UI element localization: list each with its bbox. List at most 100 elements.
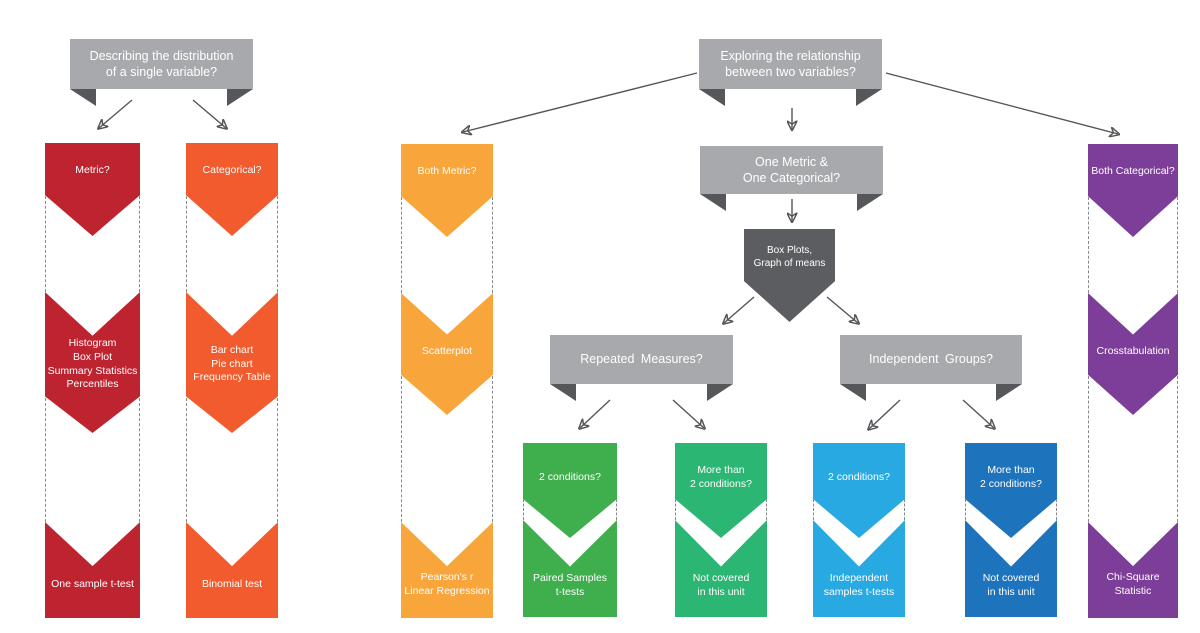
node-label: 2 conditions? (828, 471, 890, 484)
node-label-line: Paired Samples (532, 572, 608, 585)
node-label: Metric? (75, 163, 110, 176)
node-one-metric-one-categorical: One Metric & One Categorical? (700, 146, 883, 211)
arrow-repeated-to-2-conditions (580, 399, 611, 428)
node-label: Chi-Square Statistic (1106, 571, 1159, 598)
node-crosstabulation: Crosstabulation (1088, 293, 1178, 415)
node-label-line: Independent (829, 572, 889, 585)
ribbon-fold-left (70, 89, 96, 106)
ribbon-fold-right (227, 89, 253, 106)
node-label-line: Linear Regression (404, 585, 490, 597)
dashed-connector (401, 376, 402, 522)
node-repeated-2-conditions: 2 conditions? (523, 443, 617, 538)
ribbon-fold-right (996, 384, 1022, 401)
arrow-root1-to-categorical (192, 99, 226, 128)
arrow-to-repeated-measures (724, 296, 755, 323)
dashed-connector (45, 196, 46, 292)
node-independent-groups: Independent Groups? (840, 335, 1022, 401)
node-two-variables-root: Exploring the relationship between two v… (699, 39, 882, 106)
node-both-metric-question: Both Metric? (401, 144, 493, 237)
node-label: Pearson's r Linear Regression (404, 571, 489, 598)
node-label-line: 2 conditions? (690, 478, 752, 490)
dashed-connector (1055, 499, 1057, 520)
node-label: Exploring the relationship between two v… (720, 48, 860, 81)
node-label-line: between two variables? (725, 65, 856, 79)
node-label: Independent samples t-tests (824, 572, 895, 599)
dashed-connector (765, 499, 767, 520)
dashed-connector (1088, 376, 1089, 522)
node-label: One Metric & One Categorical? (743, 154, 840, 187)
dashed-connector (186, 196, 187, 292)
arrow-independent-to-more-conditions (962, 399, 994, 428)
dashed-connector (675, 499, 676, 520)
node-label-line: Percentiles (66, 378, 119, 391)
arrow-independent-to-2-conditions (869, 399, 901, 429)
dashed-connector (491, 197, 493, 293)
node-label-line: Pearson's r (420, 571, 474, 584)
arrow-to-independent-groups (826, 296, 858, 323)
node-label-line: Histogram (68, 337, 117, 350)
ribbon-fold-right (857, 194, 883, 211)
node-binomial-test: Binomial test (186, 522, 278, 618)
node-independent-2-conditions: 2 conditions? (813, 443, 905, 538)
ribbon-fold-right (856, 89, 882, 106)
node-label: Binomial test (201, 578, 263, 591)
node-chi-square-statistic: Chi-Square Statistic (1088, 522, 1178, 618)
dashed-connector (965, 499, 966, 520)
node-label-line: Frequency Table (193, 371, 271, 384)
node-label-line: Statistic (1114, 585, 1152, 597)
node-label-line: Bar chart (210, 344, 254, 357)
ribbon-fold-left (700, 194, 726, 211)
node-label: More than 2 conditions? (980, 464, 1042, 491)
dashed-connector (523, 499, 524, 520)
node-label: Repeated Measures? (580, 352, 703, 367)
node-label: Crosstabulation (1096, 345, 1170, 358)
node-label-line: Exploring the relationship (720, 48, 861, 63)
arrow-root2-to-both-metric (463, 72, 698, 132)
arrow-root1-to-metric (99, 99, 133, 128)
node-label: Independent Groups? (869, 352, 993, 367)
node-label-line: of a single variable? (105, 65, 218, 79)
arrow-repeated-to-more-conditions (672, 399, 704, 428)
node-label-line: Chi-Square (1106, 571, 1160, 584)
node-label: Categorical? (202, 163, 262, 176)
node-label-line: t-tests (555, 586, 585, 598)
node-label-line: One Categorical? (742, 171, 841, 185)
node-label: Both Categorical? (1091, 164, 1175, 177)
dashed-connector (276, 398, 278, 522)
dashed-connector (401, 197, 402, 293)
dashed-connector (138, 196, 140, 292)
node-label: More than 2 conditions? (690, 464, 752, 491)
node-repeated-more-conditions: More than 2 conditions? (675, 443, 767, 538)
node-label: Not covered in this unit (693, 572, 750, 599)
node-label: Both Metric? (417, 164, 477, 177)
node-label-line: 2 conditions? (980, 478, 1042, 490)
node-label-line: Box Plot (72, 350, 113, 363)
node-label: Histogram Box Plot Summary Statistics Pe… (48, 337, 138, 392)
node-repeated-measures: Repeated Measures? (550, 335, 733, 401)
node-label: 2 conditions? (539, 471, 601, 484)
ribbon-fold-left (699, 89, 725, 106)
node-label-line: Not covered (982, 572, 1040, 585)
node-label-line: More than (697, 464, 745, 477)
node-single-variable-root: Describing the distribution of a single … (70, 39, 253, 106)
dashed-connector (1176, 376, 1178, 522)
ribbon-fold-left (840, 384, 866, 401)
node-categorical-question: Categorical? (186, 143, 278, 236)
node-box-plots-graph-of-means: Box Plots, Graph of means (744, 229, 835, 322)
node-scatterplot: Scatterplot (401, 293, 493, 415)
node-label-line: Summary Statistics (47, 364, 138, 377)
ribbon-fold-right (707, 384, 733, 401)
node-label-line: Graph of means (753, 257, 826, 269)
dashed-connector (276, 196, 278, 292)
node-both-categorical-question: Both Categorical? (1088, 144, 1178, 237)
node-metric-question: Metric? (45, 143, 140, 236)
node-label-line: More than (987, 464, 1035, 477)
node-label: Bar chart Pie chart Frequency Table (193, 344, 270, 385)
dashed-connector (45, 398, 46, 522)
dashed-connector (1088, 197, 1089, 293)
arrow-root2-to-both-categorical (885, 72, 1118, 134)
node-label: Describing the distribution of a single … (90, 48, 234, 81)
dashed-connector (615, 499, 617, 520)
node-one-sample-t-test: One sample t-test (45, 522, 140, 618)
